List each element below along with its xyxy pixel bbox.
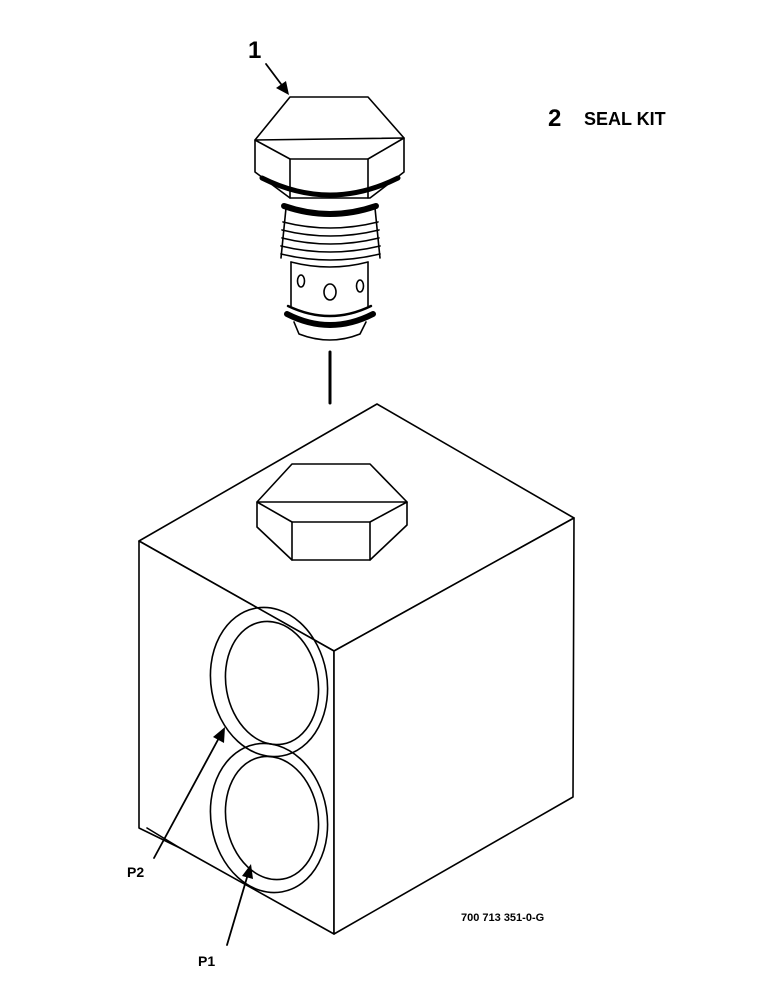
callout-item2-number: 2	[548, 105, 561, 132]
callout-item1: 1	[248, 37, 261, 64]
leader-arrows	[153, 63, 289, 946]
manifold-hex-plug	[256, 463, 408, 561]
cartridge-thread	[280, 207, 381, 261]
callout-port-p2: P2	[127, 864, 144, 880]
cartridge-body	[290, 261, 369, 307]
arrow-p2	[153, 735, 221, 859]
arrow-item1	[265, 63, 285, 89]
cartridge-valve	[254, 96, 405, 341]
manifold-right-face	[333, 517, 575, 935]
port-p2-opening	[209, 606, 329, 758]
cartridge-port-hole-left	[296, 274, 306, 288]
arrow-p1	[226, 873, 249, 946]
callout-port-p1: P1	[198, 953, 215, 969]
cartridge-port-hole-center	[323, 283, 337, 301]
drawing-number: 700 713 351-0-G	[461, 912, 544, 924]
manifold-left-face	[138, 540, 335, 935]
cartridge-tip	[293, 321, 367, 341]
cartridge-upper-seal	[281, 203, 379, 217]
manifold-block	[138, 403, 575, 935]
callout-item2-text: SEAL KIT	[584, 109, 666, 129]
port-p1-opening	[209, 742, 329, 894]
cartridge-hex-head	[254, 96, 405, 199]
cartridge-port-hole-right	[355, 279, 365, 293]
cartridge-lower-seal	[284, 304, 376, 328]
